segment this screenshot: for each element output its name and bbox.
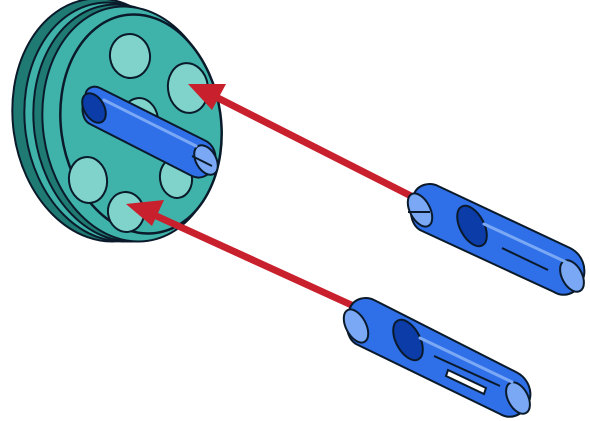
arrow-upper-shaft <box>214 96 415 198</box>
arrow-lower-shaft <box>152 214 358 308</box>
loose-pin-lower <box>339 298 535 418</box>
loose-pin-upper <box>403 184 589 296</box>
arrow-lower <box>126 200 358 308</box>
upper-pin-body <box>411 184 585 295</box>
